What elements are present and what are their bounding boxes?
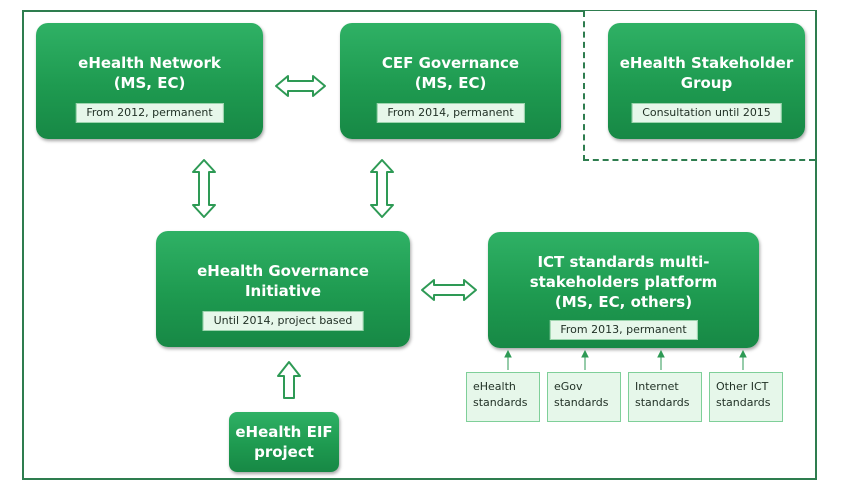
- stakeholder-group-title: eHealth Stakeholder Group: [619, 54, 794, 92]
- double-arrow-network-cef: [275, 75, 326, 97]
- other-ict-standards-box: Other ICT standards: [709, 372, 783, 422]
- ehealth-network-title: eHealth Network (MS, EC): [78, 54, 221, 92]
- egov-standards-box: eGov standards: [547, 372, 621, 422]
- double-arrow-cef-initiative: [370, 159, 394, 218]
- diagram-frame: [22, 10, 817, 480]
- double-arrow-network-initiative: [192, 159, 216, 218]
- ict-platform-title: ICT standards multi- stakeholders platfo…: [529, 253, 718, 311]
- ehealth-standards-box: eHealth standards: [466, 372, 540, 422]
- eif-project-title: eHealth EIF project: [235, 423, 333, 461]
- ehealth-network-tag: From 2012, permanent: [75, 103, 224, 123]
- eif-project-box: eHealth EIF project: [229, 412, 339, 472]
- governance-initiative-title: eHealth Governance Initiative: [197, 262, 369, 300]
- ehealth-network-box: eHealth Network (MS, EC) From 2012, perm…: [36, 23, 263, 139]
- governance-initiative-box: eHealth Governance Initiative Until 2014…: [156, 231, 410, 347]
- stakeholder-group-tag: Consultation until 2015: [631, 103, 782, 123]
- ict-platform-box: ICT standards multi- stakeholders platfo…: [488, 232, 759, 348]
- double-arrow-initiative-ict: [421, 279, 477, 301]
- cef-governance-title: CEF Governance (MS, EC): [381, 54, 520, 92]
- governance-initiative-tag: Until 2014, project based: [202, 311, 364, 331]
- internet-standards-box: Internet standards: [628, 372, 702, 422]
- cef-governance-box: CEF Governance (MS, EC) From 2014, perma…: [340, 23, 561, 139]
- cef-governance-tag: From 2014, permanent: [376, 103, 525, 123]
- ict-platform-tag: From 2013, permanent: [549, 320, 698, 340]
- stakeholder-group-box: eHealth Stakeholder Group Consultation u…: [608, 23, 805, 139]
- up-arrow-eif-initiative: [277, 361, 301, 399]
